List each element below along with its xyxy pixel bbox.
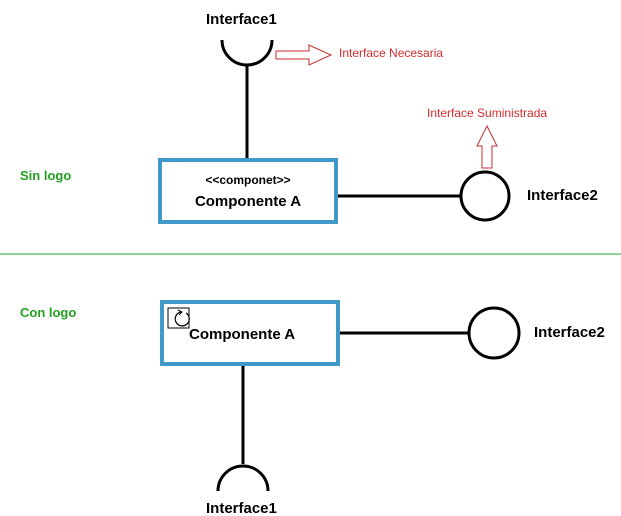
component-box-bottom xyxy=(160,300,340,366)
component-stereotype: <<componet>> xyxy=(205,173,291,187)
provided-interface-name-bottom: Interface2 xyxy=(534,324,605,341)
section-label-con-logo: Con logo xyxy=(20,305,77,320)
required-interface-annotation: Interface Necesaria xyxy=(339,46,444,60)
component-name-bottom: Componente A xyxy=(189,326,296,343)
provided-interface-name-top: Interface2 xyxy=(527,187,598,204)
required-interface-name-top: Interface1 xyxy=(206,11,277,28)
provided-interface-annotation: Interface Suministrada xyxy=(427,106,548,120)
required-interface-socket-bottom xyxy=(216,464,270,492)
required-annotation-arrow xyxy=(275,44,333,66)
provided-annotation-arrow xyxy=(476,124,498,169)
required-interface-socket-top xyxy=(220,39,274,67)
provided-interface-circle-top xyxy=(459,170,511,222)
component-logo-icon xyxy=(167,307,190,329)
component-name-top: Componente A xyxy=(194,193,302,210)
required-interface-name-bottom: Interface1 xyxy=(206,500,277,516)
section-label-sin-logo: Sin logo xyxy=(20,168,72,183)
provided-interface-circle-bottom xyxy=(467,306,521,360)
component-box-top xyxy=(158,158,338,224)
